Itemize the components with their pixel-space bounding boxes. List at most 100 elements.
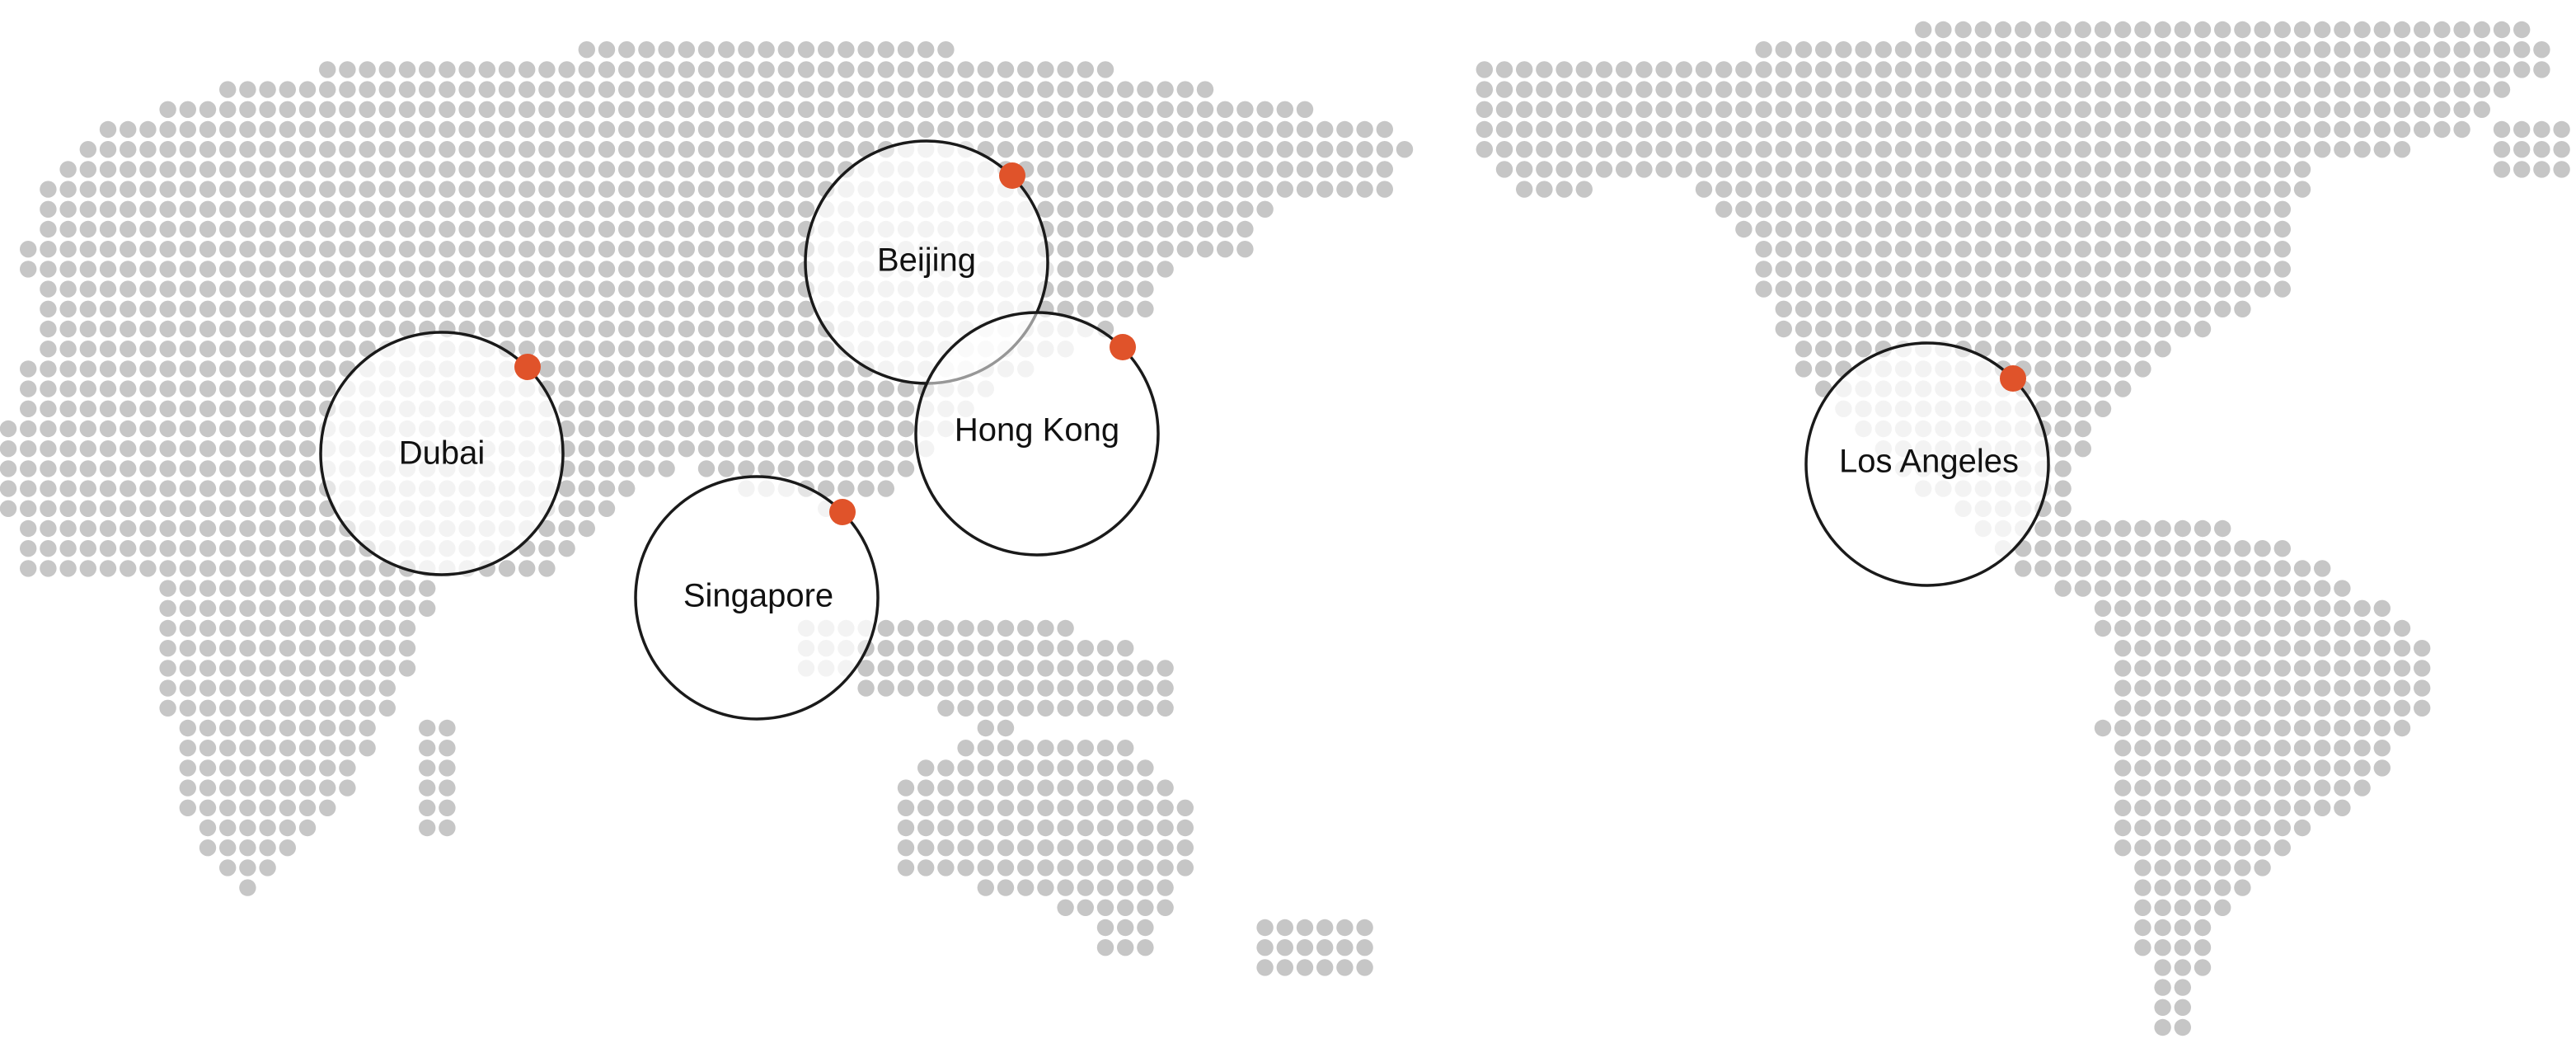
land-dot: [658, 101, 675, 118]
land-dot: [199, 341, 217, 358]
land-dot: [1077, 839, 1095, 857]
land-dot: [2473, 81, 2490, 98]
land-dot: [1157, 819, 1174, 837]
land-dot: [79, 480, 97, 497]
land-dot: [697, 200, 716, 218]
land-dot: [79, 519, 97, 538]
land-dot: [298, 740, 317, 757]
land-dot: [598, 480, 616, 497]
land-dot: [1616, 81, 1633, 98]
land-dot: [20, 400, 37, 417]
land-dot: [79, 241, 97, 258]
land-dot: [2373, 120, 2391, 139]
land-dot: [1855, 61, 1872, 78]
land-dot: [1994, 101, 2012, 118]
land-dot: [2353, 101, 2371, 118]
land-dot: [2254, 120, 2271, 139]
land-dot: [1536, 120, 1553, 139]
land-dot: [697, 440, 716, 458]
land-dot: [1815, 101, 1832, 118]
land-dot: [2314, 560, 2331, 577]
land-dot: [2334, 101, 2351, 118]
land-dot: [279, 181, 296, 198]
land-dot: [1595, 120, 1613, 139]
land-dot: [2314, 21, 2331, 39]
land-dot: [378, 300, 396, 317]
land-dot: [977, 101, 995, 118]
land-dot: [2373, 740, 2391, 757]
land-dot: [578, 280, 595, 298]
land-dot: [298, 360, 317, 378]
land-dot: [1117, 120, 1134, 139]
land-dot: [1954, 41, 1972, 59]
land-dot: [1994, 220, 2012, 238]
land-dot: [2273, 181, 2291, 198]
land-dot: [2234, 759, 2251, 777]
land-dot: [239, 599, 256, 617]
land-dot: [478, 280, 495, 298]
land-dot: [2194, 679, 2212, 697]
land-dot: [2433, 101, 2451, 118]
land-dot: [2134, 519, 2151, 538]
city-circle-hong-kong[interactable]: Hong Kong: [914, 311, 1160, 557]
land-dot: [2353, 21, 2371, 39]
land-dot: [997, 879, 1015, 896]
land-dot: [2334, 719, 2351, 737]
land-dot: [2273, 540, 2291, 557]
land-dot: [20, 261, 37, 278]
city-circle-singapore[interactable]: Singapore: [634, 475, 880, 721]
land-dot: [139, 320, 157, 338]
land-dot: [2154, 300, 2171, 317]
land-dot: [378, 679, 396, 697]
land-dot: [259, 360, 276, 378]
land-dot: [997, 619, 1015, 637]
land-dot: [179, 640, 196, 657]
land-dot: [777, 41, 795, 59]
land-dot: [2074, 181, 2091, 198]
land-dot: [1276, 161, 1294, 178]
land-dot: [1835, 241, 1852, 258]
land-dot: [738, 141, 755, 158]
land-dot: [378, 161, 396, 178]
land-dot: [598, 41, 616, 59]
land-dot: [219, 440, 237, 458]
land-dot: [2314, 740, 2331, 757]
land-dot: [20, 500, 37, 517]
land-dot: [578, 81, 595, 98]
land-dot: [578, 141, 595, 158]
land-dot: [2214, 61, 2231, 78]
land-dot: [239, 540, 256, 557]
land-dot: [40, 560, 57, 577]
land-dot: [977, 819, 995, 837]
land-dot: [2114, 241, 2132, 258]
land-dot: [558, 360, 575, 378]
land-dot: [518, 341, 536, 358]
land-dot: [2094, 619, 2112, 637]
land-dot: [558, 161, 575, 178]
land-dot: [179, 460, 196, 477]
land-dot: [2174, 719, 2191, 737]
land-dot: [1855, 300, 1872, 317]
land-dot: [1057, 241, 1074, 258]
land-dot: [59, 300, 77, 317]
land-dot: [1096, 241, 1114, 258]
land-dot: [1775, 241, 1792, 258]
land-dot: [997, 81, 1015, 98]
city-circle-los-angeles[interactable]: Los Angeles: [1804, 341, 2050, 587]
land-dot: [2114, 839, 2132, 857]
land-dot: [2194, 101, 2212, 118]
land-dot: [758, 200, 775, 218]
land-dot: [439, 120, 456, 139]
land-dot: [2254, 799, 2271, 816]
land-dot: [518, 261, 536, 278]
land-dot: [2134, 320, 2151, 338]
land-dot: [1735, 161, 1753, 178]
city-circle-dubai[interactable]: Dubai: [319, 331, 565, 576]
land-dot: [2134, 200, 2151, 218]
land-dot: [818, 120, 835, 139]
land-dots: [0, 21, 2570, 1036]
land-dot: [259, 699, 276, 717]
land-dot: [2154, 959, 2171, 976]
land-dot: [2154, 519, 2171, 538]
land-dot: [538, 181, 556, 198]
